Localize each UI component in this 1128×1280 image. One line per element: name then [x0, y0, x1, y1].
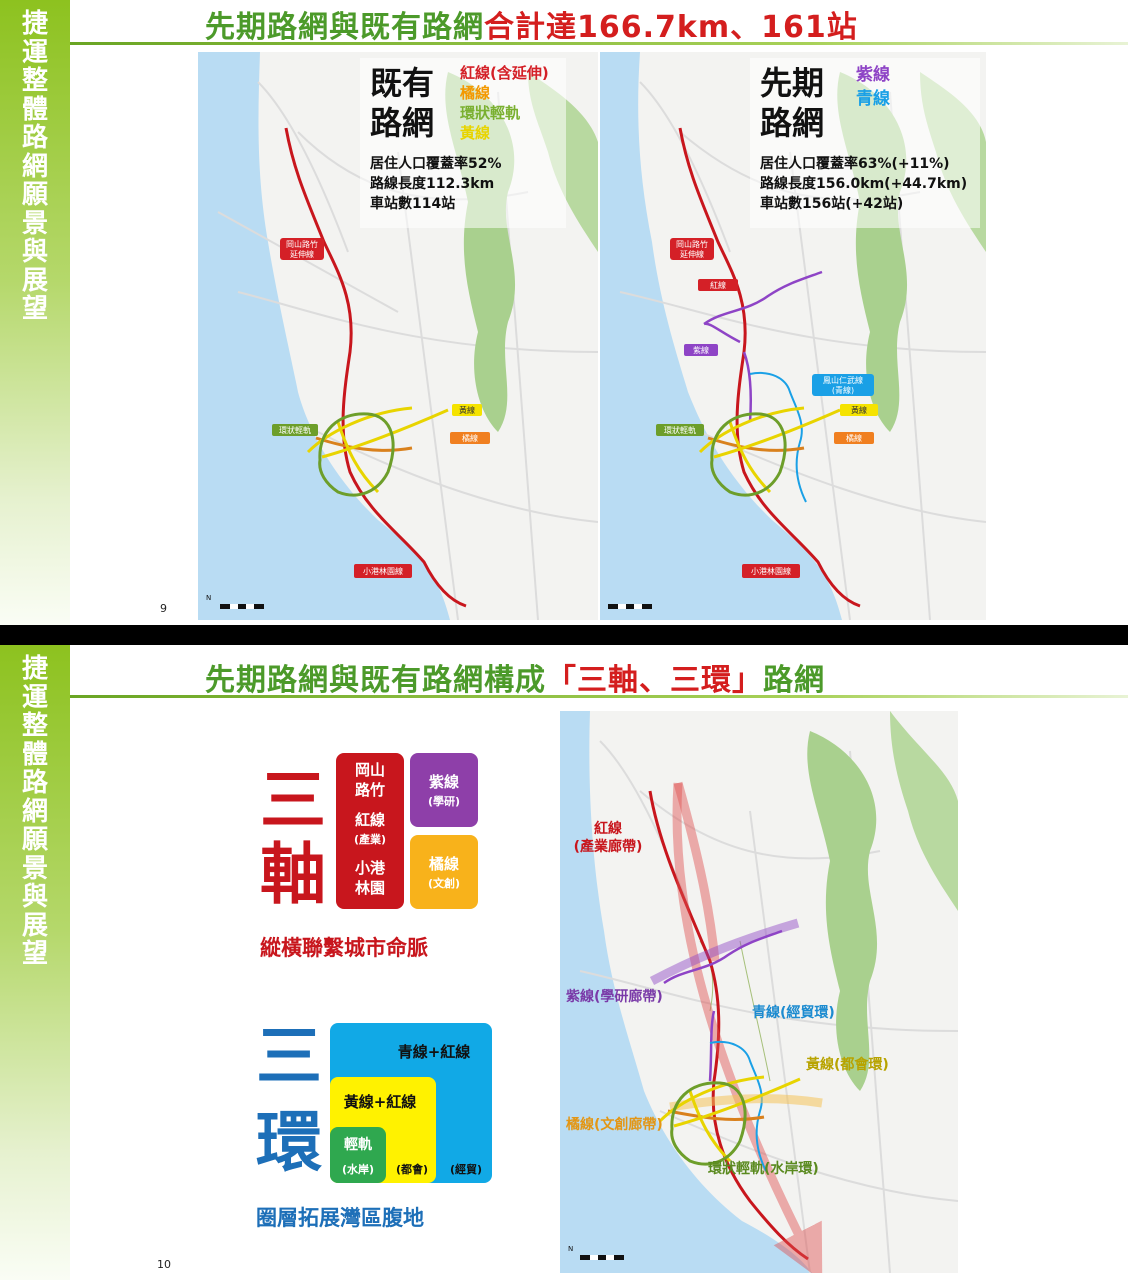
stat-coverage: 居住人口覆蓋率52%: [370, 155, 502, 172]
svg-text:紫線: 紫線: [429, 773, 459, 791]
svg-text:紫線(學研廊帶): 紫線(學研廊帶): [566, 988, 663, 1005]
svg-text:小港林園線: 小港林園線: [363, 566, 403, 576]
heading-line-1: 既有: [370, 64, 434, 102]
title-divider: [70, 695, 1128, 698]
svg-text:先期: 先期: [760, 64, 824, 102]
svg-text:鳳山仁武線: 鳳山仁武線: [823, 375, 863, 385]
rings-caption: 圈層拓展灣區腹地: [256, 1206, 424, 1230]
lightrail-loop: [318, 412, 395, 497]
red-axis-box: [336, 753, 404, 909]
svg-text:(產業): (產業): [354, 832, 386, 846]
svg-text:三: 三: [256, 1018, 322, 1095]
slide-title: 先期路網與既有路網構成「三軸、三環」路網: [205, 663, 825, 698]
stat-length: 路線長度112.3km: [370, 175, 494, 192]
axes-caption: 縱橫聯繫城市命脈: [260, 936, 428, 960]
svg-text:軸: 軸: [260, 836, 326, 913]
scale-bar: N: [206, 594, 264, 609]
red-line: [284, 127, 467, 608]
sea-area: [198, 52, 450, 620]
svg-text:(青線): (青線): [832, 385, 854, 395]
svg-text:路網: 路網: [760, 104, 824, 142]
svg-text:環狀輕軌(水岸環): 環狀輕軌(水岸環): [708, 1160, 819, 1177]
svg-text:橘線: 橘線: [846, 433, 862, 443]
svg-text:環狀輕軌: 環狀輕軌: [664, 425, 696, 435]
svg-text:車站數156站(+42站): 車站數156站(+42站): [760, 195, 903, 212]
svg-text:(產業廊帶): (產業廊帶): [574, 838, 643, 855]
heading-line-2: 路網: [370, 104, 434, 142]
legend-item: 紅線(含延伸): [460, 64, 549, 82]
title-divider: [70, 42, 1128, 45]
svg-text:N: N: [206, 594, 211, 602]
svg-text:黃線+紅線: 黃線+紅線: [344, 1093, 417, 1111]
svg-text:紅線: 紅線: [594, 820, 622, 837]
legend-item: 青線: [856, 88, 890, 109]
legend-item: 環狀輕軌: [460, 104, 520, 122]
svg-text:(學研): (學研): [428, 794, 460, 808]
yellow-line: [306, 406, 449, 494]
svg-text:居住人口覆蓋率63%(+11%): 居住人口覆蓋率63%(+11%): [760, 155, 950, 172]
svg-text:青線(經貿環): 青線(經貿環): [752, 1004, 835, 1021]
slide-title: 先期路網與既有路網合計達166.7km、161站: [205, 2, 858, 46]
purple-axis-box: [410, 753, 478, 827]
svg-text:(都會): (都會): [396, 1162, 428, 1176]
cyan-line: [749, 372, 807, 503]
svg-text:(經貿): (經貿): [450, 1162, 482, 1176]
page-number: 9: [160, 602, 167, 615]
orange-line: [315, 436, 413, 452]
three-axes-map: 紅線 (產業廊帶) 紫線(學研廊帶) 青線(經貿環) 黃線(都會環) 橘線(文創…: [560, 711, 958, 1273]
svg-text:橘線: 橘線: [462, 433, 478, 443]
red-line: [648, 790, 809, 1261]
svg-text:路竹: 路竹: [355, 781, 385, 799]
initial-network-map: 先期 路網 紫線青線 居住人口覆蓋率63%(+11%) 路線長度156.0km(…: [600, 52, 986, 620]
title-part-1: 先期路網與既有路網: [205, 10, 484, 45]
svg-text:小港林園線: 小港林園線: [751, 566, 791, 576]
tag-gangshan: [280, 238, 324, 260]
svg-text:輕軌: 輕軌: [344, 1136, 372, 1153]
green-ring-box: [330, 1127, 386, 1183]
axes-rings-infographic: 三 軸 岡山 路竹 紅線 (產業) 小港 林園 紫線 (學研) 橘線 (文創) …: [250, 745, 510, 1245]
svg-text:延伸線: 延伸線: [680, 249, 704, 259]
slide-9: 捷運整體路網願景與展望 先期路網與既有路網合計達166.7km、161站 9 既…: [0, 0, 1128, 625]
svg-text:黃線: 黃線: [459, 405, 475, 415]
sidebar-band: 捷運整體路網願景與展望: [0, 645, 70, 1280]
existing-network-map: 既有 路網 紅線(含延伸)橘線環狀輕軌黃線 居住人口覆蓋率52% 路線長度112…: [198, 52, 598, 620]
svg-text:環狀輕軌: 環狀輕軌: [279, 425, 311, 435]
svg-text:紅線: 紅線: [710, 280, 726, 290]
svg-text:黃線: 黃線: [851, 405, 867, 415]
tag-orange: [450, 432, 490, 444]
tag-lightrail: [272, 424, 318, 436]
svg-text:岡山路竹: 岡山路竹: [286, 239, 318, 249]
svg-text:橘線: 橘線: [428, 855, 459, 873]
stat-stations: 車站數114站: [370, 195, 455, 212]
tag-xiaogang: [354, 564, 412, 578]
svg-text:紅線: 紅線: [355, 811, 385, 829]
sidebar-title: 捷運整體路網願景與展望: [21, 9, 48, 324]
page-number: 10: [157, 1258, 171, 1271]
svg-text:岡山路竹: 岡山路竹: [676, 239, 708, 249]
legend-item: 黃線: [460, 124, 490, 142]
svg-text:林園: 林園: [355, 879, 385, 897]
legend-item: 紫線: [856, 64, 890, 85]
svg-text:紫線: 紫線: [693, 345, 709, 355]
svg-text:岡山: 岡山: [355, 761, 385, 779]
orange-axis-box: [410, 835, 478, 909]
title-part-2: 合計達166.7km、161站: [484, 10, 858, 45]
svg-text:黃線(都會環): 黃線(都會環): [805, 1056, 889, 1073]
legend-item: 橘線: [459, 84, 490, 102]
svg-text:小港: 小港: [355, 859, 386, 877]
svg-text:青線+紅線: 青線+紅線: [398, 1043, 471, 1061]
svg-text:(水岸): (水岸): [342, 1162, 374, 1176]
svg-text:環: 環: [256, 1104, 322, 1181]
sidebar-band: 捷運整體路網願景與展望: [0, 0, 70, 625]
slide-10: 捷運整體路網願景與展望 先期路網與既有路網構成「三軸、三環」路網 10 三 軸 …: [0, 645, 1128, 1280]
svg-text:延伸線: 延伸線: [290, 249, 314, 259]
svg-text:三: 三: [260, 762, 326, 839]
svg-text:(文創): (文創): [428, 876, 460, 890]
svg-text:橘線(文創廊帶): 橘線(文創廊帶): [565, 1116, 663, 1133]
sidebar-title: 捷運整體路網願景與展望: [21, 654, 48, 969]
svg-text:路線長度156.0km(+44.7km): 路線長度156.0km(+44.7km): [760, 175, 967, 192]
svg-text:N: N: [568, 1245, 573, 1253]
tag-yellow: [452, 404, 482, 416]
